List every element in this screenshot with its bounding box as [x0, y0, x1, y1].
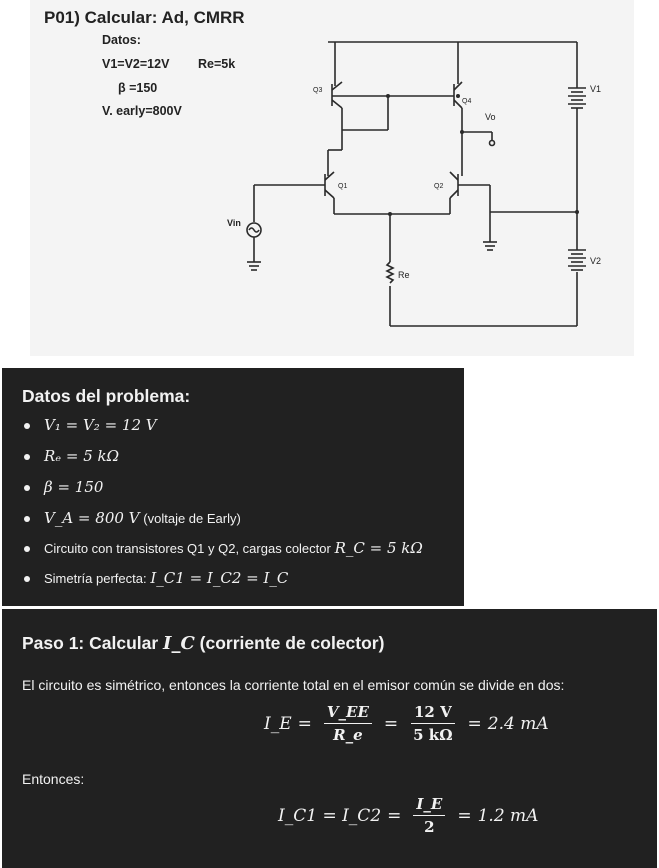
eq1-f2-num: 12 V: [410, 703, 455, 724]
label-v1: V1: [590, 84, 601, 94]
eq2-f-den: 2: [424, 818, 435, 836]
step-intro: El circuito es simétrico, entonces la co…: [22, 677, 565, 693]
circuit-diagram: Q1 Q2 Q3 Q4 Vo Vin Re V1 V2: [227, 41, 601, 327]
list-item: Rₑ = 5 kΩ: [24, 447, 119, 465]
step-heading-math: I_C: [163, 633, 195, 654]
label-q2: Q2: [434, 183, 443, 190]
step-panel: Paso 1: Calcular I_C (corriente de colec…: [2, 609, 657, 868]
bullet-re: Rₑ = 5 kΩ: [44, 447, 120, 465]
bullet-circuit-text: Circuito con transistores Q1 y Q2, carga…: [44, 541, 331, 556]
given-voltages: V1=V2=12V: [102, 57, 170, 71]
eq2-lhs: I_C1 = I_C2: [278, 805, 382, 826]
step-heading-post: (corriente de colector): [199, 633, 385, 653]
given-re: Re=5k: [198, 57, 236, 71]
equation-ie: I_E = V_EE R_e = 12 V 5 kΩ = 2.4 mA: [264, 703, 549, 744]
given-beta: β =150: [118, 81, 158, 95]
problem-figure: P01) Calcular: Ad, CMRR Datos: V1=V2=12V…: [30, 0, 634, 356]
step-heading: Paso 1: Calcular I_C (corriente de colec…: [22, 633, 384, 654]
eq2-frac: I_E 2: [413, 795, 446, 836]
bullet-symmetry-math: I_C1 = I_C2 = I_C: [150, 569, 289, 587]
eq2-rhs: 1.2 mA: [477, 805, 539, 826]
eq2-f-num: I_E: [413, 795, 446, 816]
data-heading: Datos del problema:: [22, 386, 191, 406]
data-panel: Datos del problema: V₁ = V₂ = 12 V Rₑ = …: [2, 368, 464, 606]
list-item: β = 150: [24, 478, 103, 496]
eq1-frac1: V_EE R_e: [323, 703, 372, 744]
bullet-va: V_A = 800 V: [44, 509, 140, 527]
label-re: Re: [398, 270, 410, 280]
label-vo: Vo: [485, 112, 496, 122]
step-heading-pre: Paso 1: Calcular: [22, 633, 159, 653]
eq1-lhs: I_E: [264, 713, 292, 734]
label-q3: Q3: [313, 87, 322, 94]
bullet-beta: β = 150: [44, 478, 104, 496]
entonces-label: Entonces:: [22, 771, 85, 787]
bullet-rc: R_C = 5 kΩ: [334, 539, 423, 557]
eq1-f2-den: 5 kΩ: [413, 726, 453, 744]
label-q1: Q1: [338, 183, 347, 190]
label-v2: V2: [590, 256, 601, 266]
eq1-f1-den: R_e: [333, 726, 363, 744]
bullet-va-note: (voltaje de Early): [143, 511, 241, 526]
list-item: Circuito con transistores Q1 y Q2, carga…: [24, 539, 423, 557]
list-item: Simetría perfecta: I_C1 = I_C2 = I_C: [24, 569, 288, 587]
bullet-symmetry-text: Simetría perfecta:: [44, 571, 147, 586]
list-item: V₁ = V₂ = 12 V: [24, 416, 157, 434]
bullet-voltages: V₁ = V₂ = 12 V: [44, 416, 157, 434]
label-q4: Q4: [462, 98, 471, 105]
eq1-frac2: 12 V 5 kΩ: [410, 703, 455, 744]
given-early: V. early=800V: [102, 104, 182, 118]
equation-ic: I_C1 = I_C2 = I_E 2 = 1.2 mA: [278, 795, 539, 836]
label-vin: Vin: [227, 218, 241, 228]
eq1-f1-num: V_EE: [323, 703, 372, 724]
eq1-rhs: 2.4 mA: [487, 713, 549, 734]
list-item: V_A = 800 V (voltaje de Early): [24, 509, 241, 527]
datos-label: Datos:: [102, 33, 141, 47]
problem-title: P01) Calcular: Ad, CMRR: [44, 8, 245, 27]
